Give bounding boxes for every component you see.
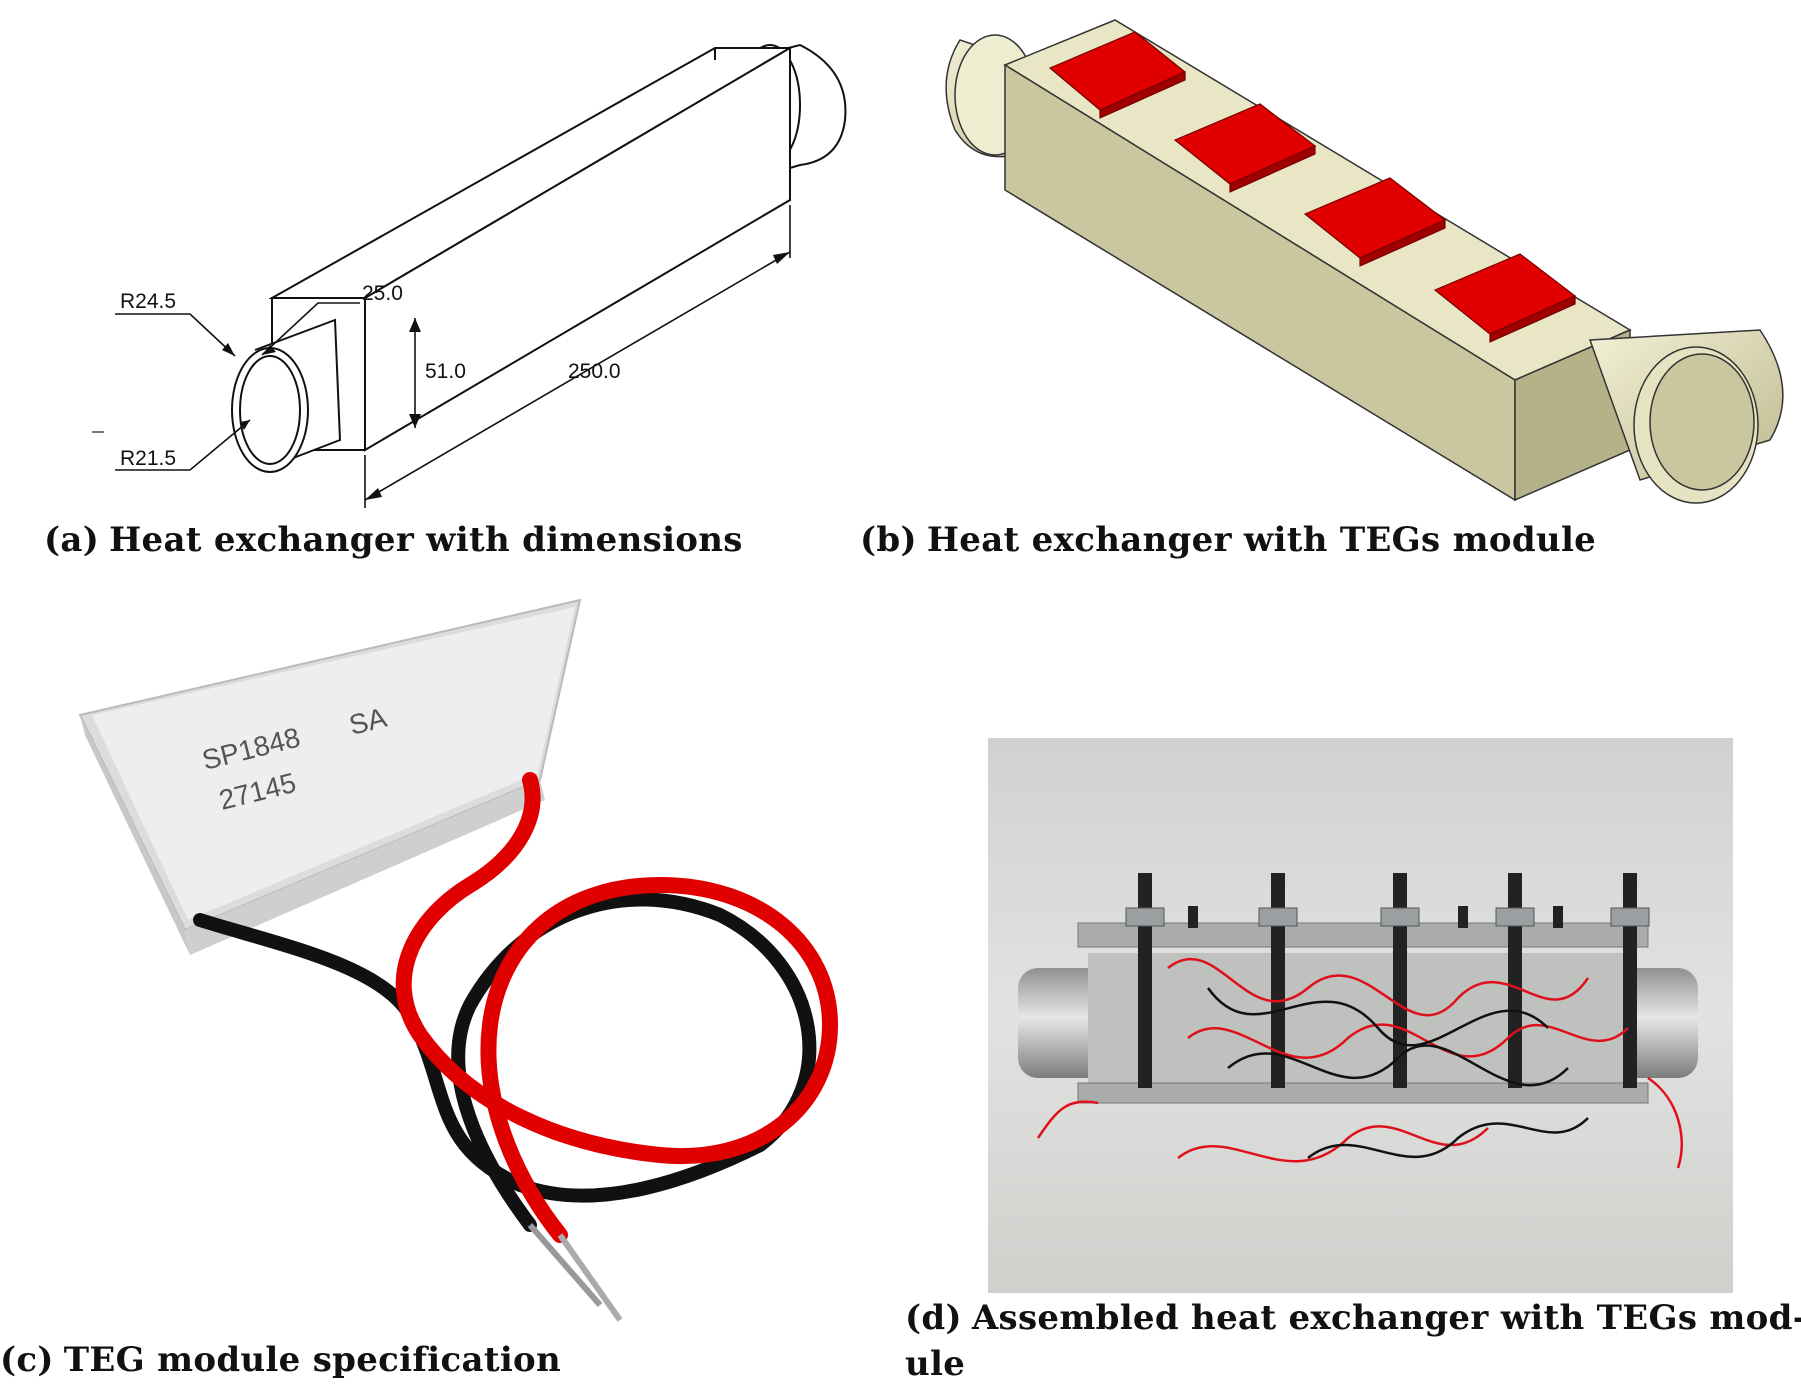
dim-inner-radius: R21.5	[120, 447, 176, 470]
caption-d: (d)Assembled heat exchanger with TEGs mo…	[905, 1295, 1801, 1387]
caption-b-text: Heat exchanger with TEGs module	[926, 520, 1597, 560]
panel-b-render	[940, 0, 1801, 510]
caption-a-label: (a)	[44, 520, 100, 560]
dim-height: 51.0	[425, 360, 466, 383]
caption-d-text-line2: ule	[905, 1344, 966, 1384]
caption-d-line1: (d)Assembled heat exchanger with TEGs mo…	[905, 1295, 1801, 1341]
caption-c-label: (c)	[0, 1340, 54, 1380]
caption-b-label: (b)	[860, 520, 917, 560]
caption-d-label: (d)	[905, 1298, 962, 1338]
dim-length: 250.0	[568, 360, 621, 383]
panel-a-drawing: R24.5 R21.5 25.0 51.0 250.0	[0, 0, 860, 510]
heat-exchanger-dimension-drawing: R24.5 R21.5 25.0 51.0 250.0	[92, 43, 847, 508]
assembled-exchanger-photo	[988, 738, 1733, 1293]
dim-outer-radius: R24.5	[120, 290, 176, 313]
dim-pipe-length: 25.0	[362, 282, 403, 305]
caption-b: (b)Heat exchanger with TEGs module	[860, 520, 1596, 560]
heat-exchanger-teg-render	[945, 19, 1784, 504]
caption-c-text: TEG module specification	[63, 1340, 562, 1380]
panel-d-photo	[988, 738, 1733, 1293]
caption-d-text-line1: Assembled heat exchanger with TEGs mod-	[971, 1298, 1801, 1338]
teg-module-photo: SP1848 SA 27145	[78, 598, 838, 1322]
caption-a-text: Heat exchanger with dimensions	[109, 520, 743, 560]
caption-a: (a)Heat exchanger with dimensions	[44, 520, 743, 560]
caption-c: (c)TEG module specification	[0, 1340, 561, 1380]
panel-c-photo: SP1848 SA 27145	[0, 585, 900, 1330]
